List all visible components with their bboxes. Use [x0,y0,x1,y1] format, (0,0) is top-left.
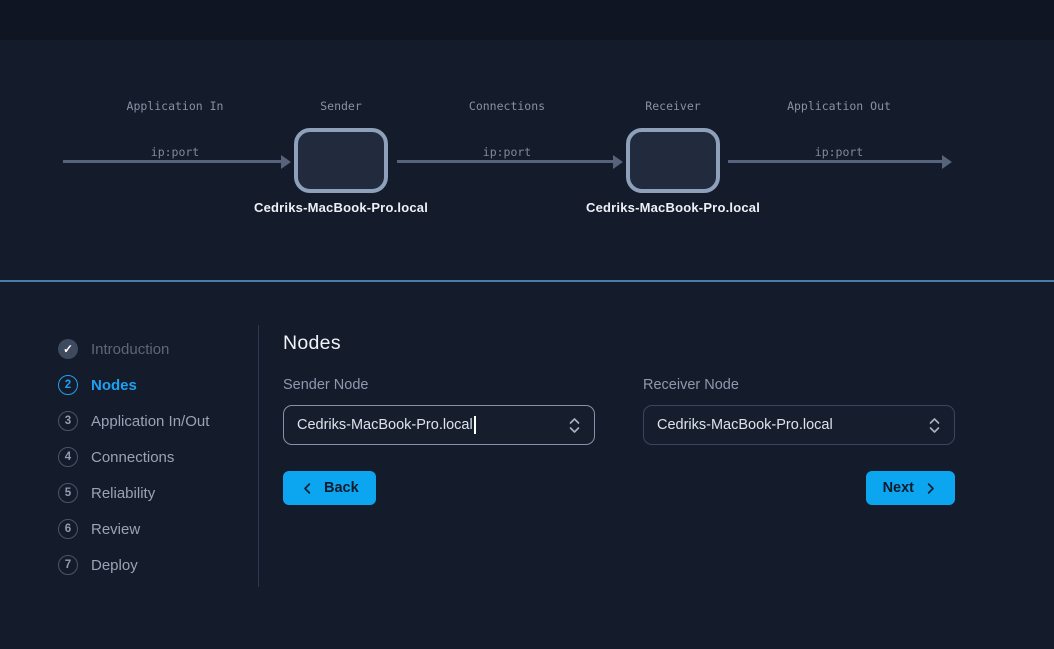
step-review[interactable]: 6 Review [58,518,209,540]
sender-node-box [294,128,388,193]
arrow-label-connections: ip:port [482,145,532,159]
receiver-node-select[interactable]: Cedriks-MacBook-Pro.local [643,405,955,445]
sidebar-divider [258,325,259,587]
step-number: 5 [58,483,78,503]
stage-label-receiver: Receiver [645,99,701,113]
step-introduction[interactable]: ✓ Introduction [58,338,209,360]
step-label: Introduction [91,340,170,358]
sender-node-value: Cedriks-MacBook-Pro.local [297,417,473,433]
receiver-node-box [626,128,720,193]
step-label: Review [91,520,141,538]
sender-node-select[interactable]: Cedriks-MacBook-Pro.local [283,405,595,445]
sender-node-label: Sender Node [283,377,369,393]
page-title: Nodes [283,332,341,354]
updown-chevron-icon [928,417,941,434]
next-button[interactable]: Next [865,471,955,505]
step-number: 6 [58,519,78,539]
receiver-node-value: Cedriks-MacBook-Pro.local [657,417,833,433]
stage-label-connections: Connections [468,99,546,113]
sender-node-field: Sender Node Cedriks-MacBook-Pro.local [283,377,595,445]
step-label: Deploy [91,556,138,574]
stage-label-application-out: Application Out [787,99,891,113]
step-number: 7 [58,555,78,575]
step-label: Reliability [91,484,156,502]
arrow-application-out-icon [728,154,952,169]
nodes-panel: Nodes Sender Node Cedriks-MacBook-Pro.lo… [283,332,955,505]
step-reliability[interactable]: 5 Reliability [58,482,209,504]
section-divider [0,280,1054,282]
receiver-node-label: Receiver Node [643,377,739,393]
stage-label-application-in: Application In [126,99,224,113]
step-number: 3 [58,411,78,431]
arrow-label-out: ip:port [814,145,864,159]
updown-chevron-icon [568,417,581,434]
text-cursor [473,416,476,434]
step-deploy[interactable]: 7 Deploy [58,554,209,576]
chevron-right-icon [923,481,938,496]
step-application-in-out[interactable]: 3 Application In/Out [58,410,209,432]
step-nodes[interactable]: 2 Nodes [58,374,209,396]
step-number: 4 [58,447,78,467]
arrow-application-in-icon [63,154,291,169]
sender-node-name: Cedriks-MacBook-Pro.local [253,200,429,215]
step-connections[interactable]: 4 Connections [58,446,209,468]
check-icon: ✓ [58,339,78,359]
top-band [0,0,1054,40]
step-label: Nodes [91,376,137,394]
stage-label-sender: Sender [320,99,362,113]
arrow-label-in: ip:port [150,145,200,159]
step-label: Application In/Out [91,412,210,430]
receiver-node-field: Receiver Node Cedriks-MacBook-Pro.local [643,377,955,445]
chevron-left-icon [300,481,315,496]
back-button[interactable]: Back [283,471,376,505]
step-number: 2 [58,375,78,395]
arrow-connections-icon [397,154,623,169]
step-label: Connections [91,448,175,466]
next-button-label: Next [882,480,914,496]
receiver-node-name: Cedriks-MacBook-Pro.local [585,200,761,215]
back-button-label: Back [324,480,359,496]
wizard-steps: ✓ Introduction 2 Nodes 3 Application In/… [58,338,209,590]
